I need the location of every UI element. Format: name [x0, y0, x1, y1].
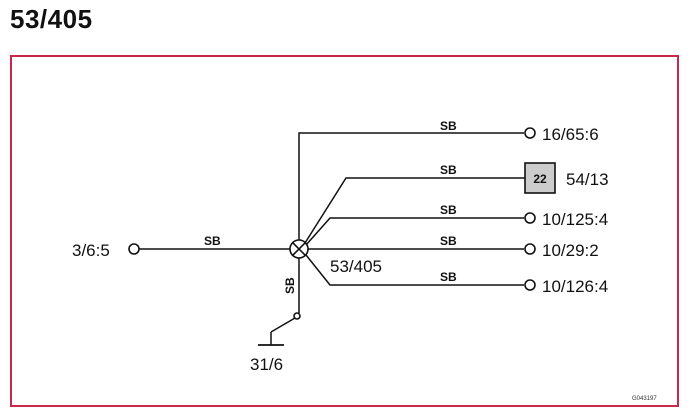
- ground-icon: [258, 317, 296, 346]
- component-number: 22: [533, 172, 547, 186]
- left-connection-label: 3/6:5: [72, 241, 110, 260]
- ground-label: 31/6: [250, 355, 283, 374]
- diagram-id: G043197: [632, 396, 657, 402]
- wire-branch-3: [305, 217, 524, 246]
- component-box: [524, 162, 556, 194]
- branch-1-wire-color: SB: [440, 119, 457, 133]
- wire-branch-2: [304, 177, 525, 244]
- left-wire-color: SB: [204, 234, 221, 248]
- terminal-branch-3: [524, 212, 536, 224]
- terminal-branch-4: [524, 243, 536, 255]
- branch-3-wire-color: SB: [440, 203, 457, 217]
- branch-2-label: 54/13: [566, 170, 609, 189]
- wire-branch-5: [305, 254, 524, 286]
- branch-5-wire-color: SB: [440, 270, 457, 284]
- terminal-branch-5: [524, 279, 536, 291]
- branch-3-label: 10/125:4: [542, 210, 608, 229]
- terminal-branch-1: [524, 127, 536, 139]
- ground-wire-color: SB: [283, 277, 297, 294]
- branch-5-label: 10/126:4: [542, 277, 608, 296]
- terminal-left: [128, 243, 140, 255]
- page-title: 53/405: [10, 4, 93, 34]
- branch-1-label: 16/65:6: [542, 125, 599, 144]
- splice-label: 53/405: [330, 257, 382, 276]
- wire-branch-1: [298, 132, 524, 240]
- diagram-frame: [10, 55, 679, 407]
- ground-terminal: [293, 312, 301, 320]
- branch-4-wire-color: SB: [440, 234, 457, 248]
- branch-4-label: 10/29:2: [542, 241, 599, 260]
- branch-2-wire-color: SB: [440, 163, 457, 177]
